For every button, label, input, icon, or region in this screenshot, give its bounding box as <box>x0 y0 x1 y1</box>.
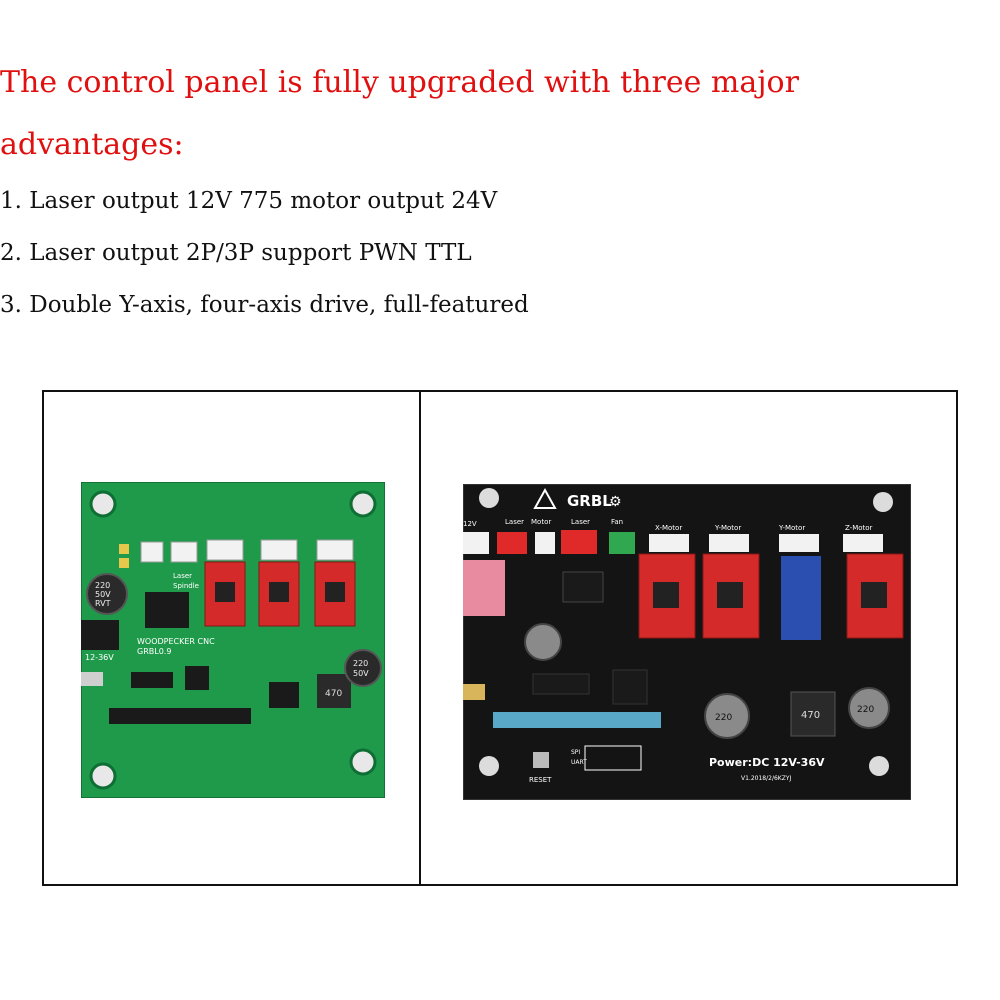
uart-label: UART <box>571 759 587 766</box>
model-label: GRBL0.9 <box>137 647 171 656</box>
advantage-item: 1. Laser output 12V 775 motor output 24V <box>0 188 498 214</box>
connector-icon <box>463 532 489 554</box>
mounting-hole-icon <box>89 762 117 790</box>
dc-jack-icon <box>81 620 119 650</box>
gear-icon: ⚙ <box>609 494 622 510</box>
mounting-hole-icon <box>89 490 117 518</box>
power-label: Power:DC 12V-36V <box>709 756 825 769</box>
connector-label: Y-Motor <box>714 524 741 532</box>
connector-icon <box>609 532 635 554</box>
mounting-hole-icon <box>869 756 889 776</box>
spi-uart-header-icon <box>584 745 642 771</box>
electrolytic-capacitor-icon <box>704 693 750 739</box>
connector-label: 12V <box>463 520 477 528</box>
electrolytic-capacitor-icon <box>524 623 562 661</box>
connector-label: Y-Motor <box>778 524 805 532</box>
connector-label: Fan <box>611 518 623 526</box>
connector-icon <box>206 539 244 561</box>
capacitor-value: 220 <box>715 713 732 723</box>
pin-header-icon <box>493 712 661 728</box>
connector-icon <box>709 534 749 552</box>
spindle-label: Spindle <box>173 582 199 590</box>
spi-label: SPI <box>571 749 580 756</box>
mounting-hole-icon <box>873 492 893 512</box>
chip-icon <box>131 672 173 688</box>
black-control-board-image: GRBL ⚙ 12V Laser Motor Laser Fan X-Motor… <box>463 484 911 800</box>
connector-icon <box>535 532 555 554</box>
connector-label: Laser <box>505 518 524 526</box>
chip-icon <box>532 673 590 695</box>
laser-warning-icon <box>533 487 557 509</box>
driver-chip-icon <box>215 582 235 602</box>
capacitor-voltage: 50V <box>95 590 111 599</box>
voltage-label: 12-36V <box>85 653 114 662</box>
connector-icon <box>140 541 164 563</box>
product-comparison-frame: Laser Spindle 220 50V RVT 12-36V WOODPEC… <box>42 390 958 886</box>
reset-button[interactable] <box>533 752 549 768</box>
capacitor-value: 220 <box>353 659 368 668</box>
connector-label: X-Motor <box>655 524 682 532</box>
connector-icon <box>170 541 198 563</box>
capacitor-icon <box>119 558 129 568</box>
electrolytic-capacitor-icon <box>344 649 382 687</box>
connector-label: Z-Motor <box>845 524 873 532</box>
advantages-list: 1. Laser output 12V 775 motor output 24V… <box>0 178 529 334</box>
inductor-icon <box>790 691 836 737</box>
driver-chip-icon <box>861 582 887 608</box>
connector-icon <box>779 534 819 552</box>
driver-chip-icon <box>653 582 679 608</box>
usb-port-icon <box>81 672 103 686</box>
connector-label: Motor <box>531 518 551 526</box>
driver-chip-icon <box>269 582 289 602</box>
connector-icon <box>316 539 354 561</box>
heading-line-2: advantages: <box>0 127 184 162</box>
connector-icon <box>497 532 527 554</box>
inductor-value: 470 <box>801 710 820 721</box>
inductor-icon <box>317 674 351 708</box>
advantage-item: 3. Double Y-axis, four-axis drive, full-… <box>0 292 529 318</box>
inductor-value: 470 <box>325 689 342 699</box>
capacitor-voltage: 50V <box>353 669 369 678</box>
advantage-item: 2. Laser output 2P/3P support PWN TTL <box>0 240 472 266</box>
laser-label: Laser <box>173 572 192 580</box>
version-label: V1.2018/2/6KZYJ <box>741 775 791 782</box>
microcontroller-icon <box>612 669 648 705</box>
capacitor-value: 220 <box>857 705 874 715</box>
microcontroller-icon <box>185 666 209 690</box>
connector-icon <box>649 534 689 552</box>
regulator-icon <box>269 682 299 708</box>
green-pcb-substrate <box>81 482 385 798</box>
connector-icon <box>843 534 883 552</box>
connector-icon <box>260 539 298 561</box>
reset-label: RESET <box>529 776 552 784</box>
green-control-board-image: Laser Spindle 220 50V RVT 12-36V WOODPEC… <box>81 482 385 798</box>
switch-terminal-icon <box>463 560 505 616</box>
pin-header-icon <box>109 708 251 724</box>
heading: The control panel is fully upgraded with… <box>0 52 1000 176</box>
board-title: GRBL <box>567 492 612 510</box>
mounting-hole-icon <box>349 490 377 518</box>
mounting-hole-icon <box>479 756 499 776</box>
connector-icon <box>561 530 597 554</box>
driver-chip-icon <box>325 582 345 602</box>
jumper-block-icon <box>781 556 821 640</box>
mounting-hole-icon <box>479 488 499 508</box>
driver-chip-icon <box>717 582 743 608</box>
connector-label: Laser <box>571 518 590 526</box>
capacitor-icon <box>119 544 129 554</box>
electrolytic-capacitor-icon <box>848 687 890 729</box>
capacitor-value: 220 <box>95 581 110 590</box>
electrolytic-capacitor-icon <box>86 573 128 615</box>
mosfet-icon <box>145 592 189 628</box>
mosfet-icon <box>562 571 604 603</box>
mounting-hole-icon <box>349 748 377 776</box>
heading-line-1: The control panel is fully upgraded with… <box>0 65 799 100</box>
brand-label: WOODPECKER CNC <box>137 637 215 646</box>
capacitor-brand: RVT <box>95 599 111 608</box>
usb-port-icon <box>463 684 485 700</box>
frame-divider <box>419 392 421 884</box>
